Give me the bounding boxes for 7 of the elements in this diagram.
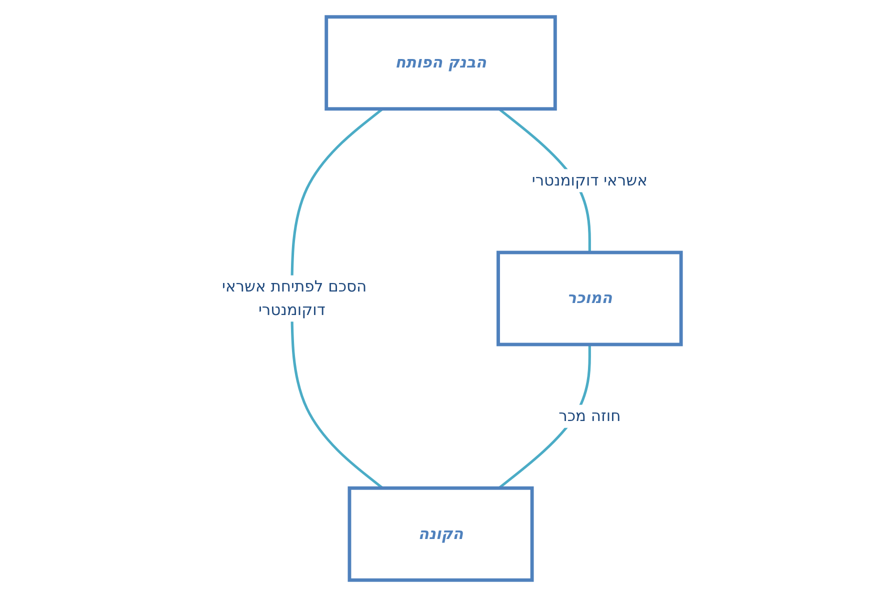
edge-label: הסכם לפתיחת אשראי דוקומנטרי [221,278,366,320]
edge-label: חוזה מכר [558,407,620,426]
diagram: אשראי דוקומנטרי הסכם לפתיחת אשראי דוקומנטרי חוזה מכר הבנק הפותח המוכר הקונה [198,10,688,587]
node-box [496,250,682,346]
node-box [347,486,534,582]
edge-label: אשראי דוקומנטרי [531,172,647,190]
node-box [324,15,556,111]
